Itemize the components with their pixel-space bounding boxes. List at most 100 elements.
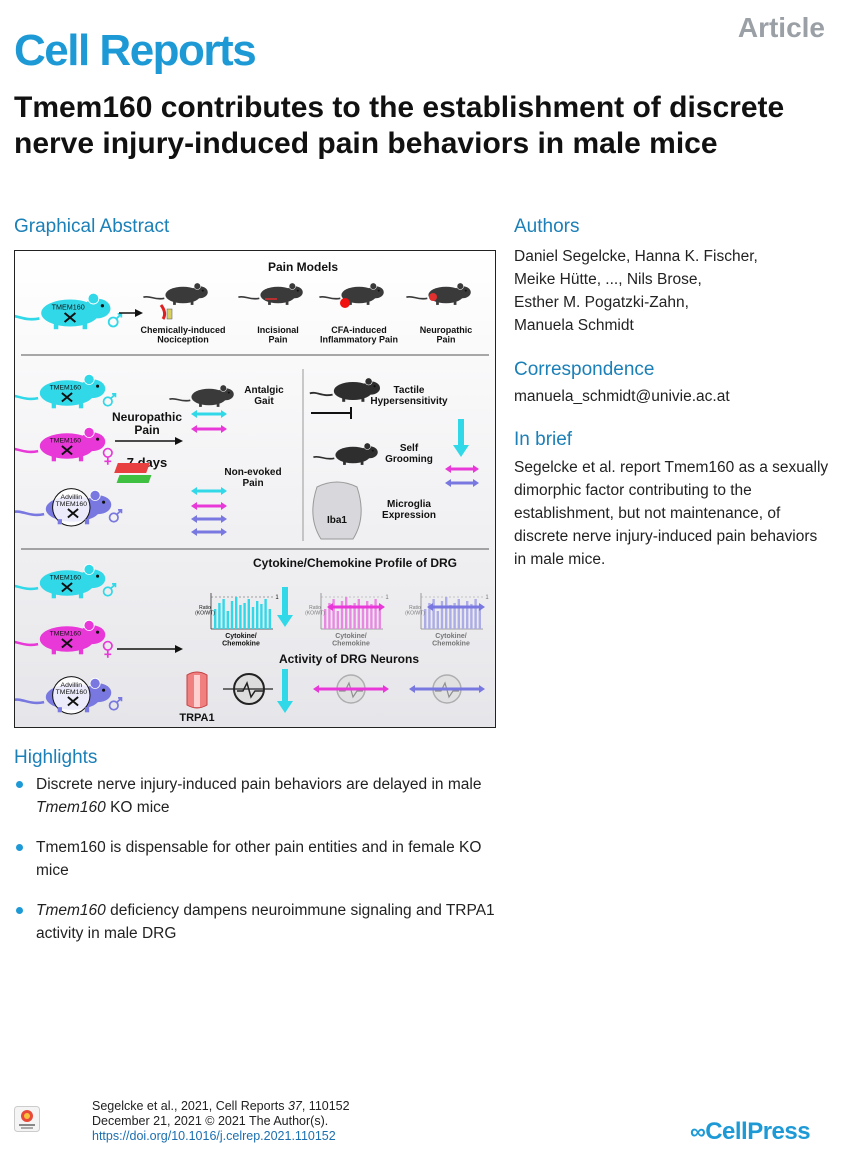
model-mouse-icon bbox=[406, 282, 471, 305]
mouse-label: TMEM160 bbox=[50, 631, 82, 638]
highlight-item: Discrete nerve injury-induced pain behav… bbox=[14, 773, 504, 819]
panel-bar bbox=[478, 609, 481, 629]
panel-bar bbox=[470, 604, 473, 629]
mouse-leg bbox=[436, 301, 439, 305]
panel-bar bbox=[328, 603, 331, 629]
panel-bar bbox=[247, 599, 250, 629]
male-symbol-icon bbox=[108, 512, 119, 523]
panel-bar bbox=[440, 601, 444, 629]
knockout-x-icon bbox=[63, 312, 77, 323]
arrowhead bbox=[175, 437, 183, 445]
panel-bar bbox=[466, 601, 469, 629]
mouse-eye bbox=[373, 385, 376, 388]
panel-y-label: Ratio(KO/WT) bbox=[195, 605, 215, 616]
correspondence-email[interactable]: manuela_schmidt@univie.ac.at bbox=[514, 388, 730, 405]
panel-bar bbox=[361, 607, 365, 629]
panel-bar bbox=[474, 599, 477, 629]
mouse-tail bbox=[15, 447, 39, 454]
activity-title: Activity of DRG Neurons bbox=[279, 652, 419, 666]
journal-title: Cell Reports bbox=[14, 26, 257, 75]
female-symbol-icon bbox=[102, 640, 113, 651]
mouse-ear bbox=[87, 292, 100, 305]
male-ko-mouse-icon: TMEM160 bbox=[15, 373, 117, 409]
male-no-change-arrow bbox=[191, 410, 227, 418]
grooming-mouse-icon bbox=[313, 442, 378, 465]
mouse-head bbox=[85, 683, 112, 703]
mouse-head bbox=[79, 569, 106, 589]
mouse-tail bbox=[15, 640, 39, 647]
panel-bar bbox=[222, 599, 225, 629]
authors-heading: Authors bbox=[514, 216, 580, 237]
gait-mouse-icon bbox=[169, 384, 234, 407]
panel-bar bbox=[424, 609, 427, 629]
panel-bar bbox=[432, 599, 435, 629]
platform-icon bbox=[114, 463, 150, 473]
mouse-leg bbox=[51, 403, 56, 409]
in-brief-heading: In brief bbox=[514, 429, 573, 450]
author-line: Daniel Segelcke, Hanna K. Fischer, bbox=[514, 248, 758, 265]
mouse-head bbox=[286, 286, 303, 299]
panel-bar bbox=[349, 605, 352, 629]
no-change-arrow bbox=[427, 603, 485, 611]
neuron-circle bbox=[52, 676, 91, 715]
mouse-leg bbox=[57, 707, 62, 713]
panel-bar bbox=[436, 611, 439, 629]
trpa1-label: TRPA1 bbox=[179, 712, 214, 724]
male-no-change-arrow bbox=[191, 487, 227, 495]
conditional-no-change-arrow bbox=[191, 528, 227, 536]
mouse-leg bbox=[199, 403, 202, 407]
panel-bar bbox=[260, 604, 263, 629]
mouse-ear bbox=[219, 384, 227, 392]
pain-models-title: Pain Models bbox=[268, 260, 338, 274]
panel-bar bbox=[366, 601, 369, 629]
mouse-eye bbox=[100, 304, 105, 308]
inflammation-icon bbox=[340, 298, 350, 308]
cellpress-logo[interactable]: ∞CellPress bbox=[690, 1118, 811, 1145]
mouse-leg bbox=[366, 301, 370, 305]
mouse-label: TMEM160 bbox=[52, 302, 85, 311]
panel-bar bbox=[449, 605, 452, 629]
mouse-eye bbox=[227, 391, 230, 394]
spike-trace-icon bbox=[237, 680, 263, 699]
panel-bar bbox=[445, 597, 448, 629]
panel-bar bbox=[251, 607, 255, 629]
male-ko-mouse-icon: TMEM160 bbox=[15, 563, 117, 599]
mouse-tail bbox=[238, 295, 260, 300]
check-for-updates-icon[interactable] bbox=[14, 1106, 40, 1132]
panel-bar bbox=[453, 603, 456, 629]
female-no-change-arrow bbox=[191, 425, 227, 433]
panel-bar bbox=[264, 599, 267, 629]
panel-bar bbox=[357, 599, 360, 629]
panel-max-label: 1 bbox=[275, 595, 279, 601]
male-arrow bbox=[109, 393, 117, 400]
mouse-tail bbox=[169, 397, 191, 402]
mouse-ear bbox=[83, 619, 95, 631]
mouse-eye bbox=[201, 289, 204, 292]
mouse-eye bbox=[96, 384, 100, 388]
mouse-leg bbox=[53, 323, 59, 330]
mouse-tail bbox=[15, 510, 45, 517]
mouse-tail bbox=[143, 295, 165, 300]
author-line: Esther M. Pogatzki-Zahn, bbox=[514, 294, 689, 311]
mouse-head bbox=[85, 495, 112, 515]
mouse-ear bbox=[288, 282, 296, 290]
tmem160-mouse-icon: TMEM160 bbox=[15, 292, 123, 330]
mouse-leg bbox=[360, 461, 364, 465]
mouse-tail bbox=[15, 584, 39, 591]
knockout-x-icon bbox=[61, 392, 73, 403]
male-symbol-icon bbox=[102, 586, 113, 597]
mouse-leg bbox=[84, 519, 90, 525]
doi-link[interactable]: https://doi.org/10.1016/j.celrep.2021.11… bbox=[92, 1129, 336, 1143]
in-brief-text: Segelcke et al. report Tmem160 as a sexu… bbox=[514, 459, 829, 568]
highlight-item: Tmem160 deficiency dampens neuroimmune s… bbox=[14, 899, 504, 945]
mouse-leg bbox=[84, 707, 90, 713]
model-mouse-icon bbox=[319, 282, 384, 305]
mouse-head bbox=[83, 298, 111, 319]
mouse-tail bbox=[309, 391, 333, 397]
